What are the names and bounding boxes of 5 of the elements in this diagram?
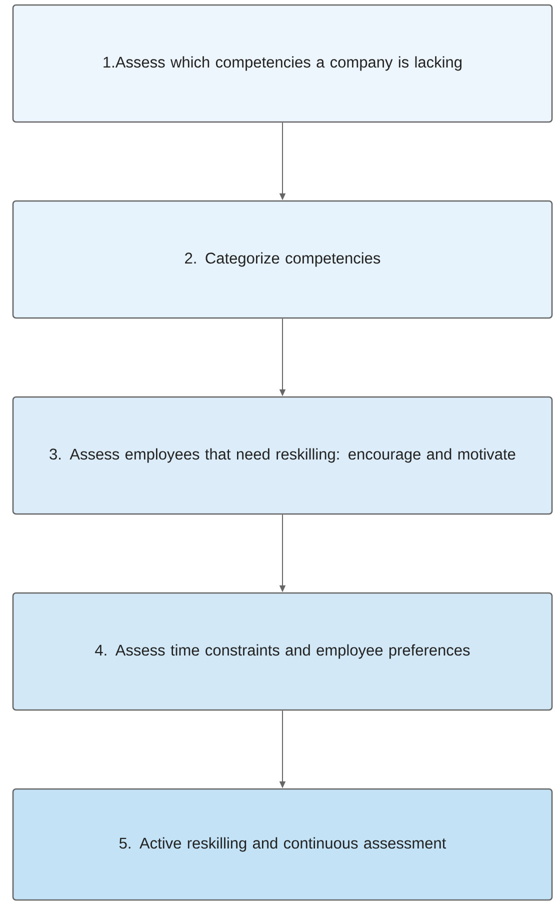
process-box: 1.Assess which competencies a company is lacking [12,4,553,123]
process-box: 4. Assess time constraints and employee preferences [12,592,553,711]
process-box: 5. Active reskilling and continuous assessment [12,788,553,901]
process-box: 2. Categorize competencies [12,200,553,319]
process-box: 3. Assess employees that need reskilling: encourage and motivate [12,396,553,515]
